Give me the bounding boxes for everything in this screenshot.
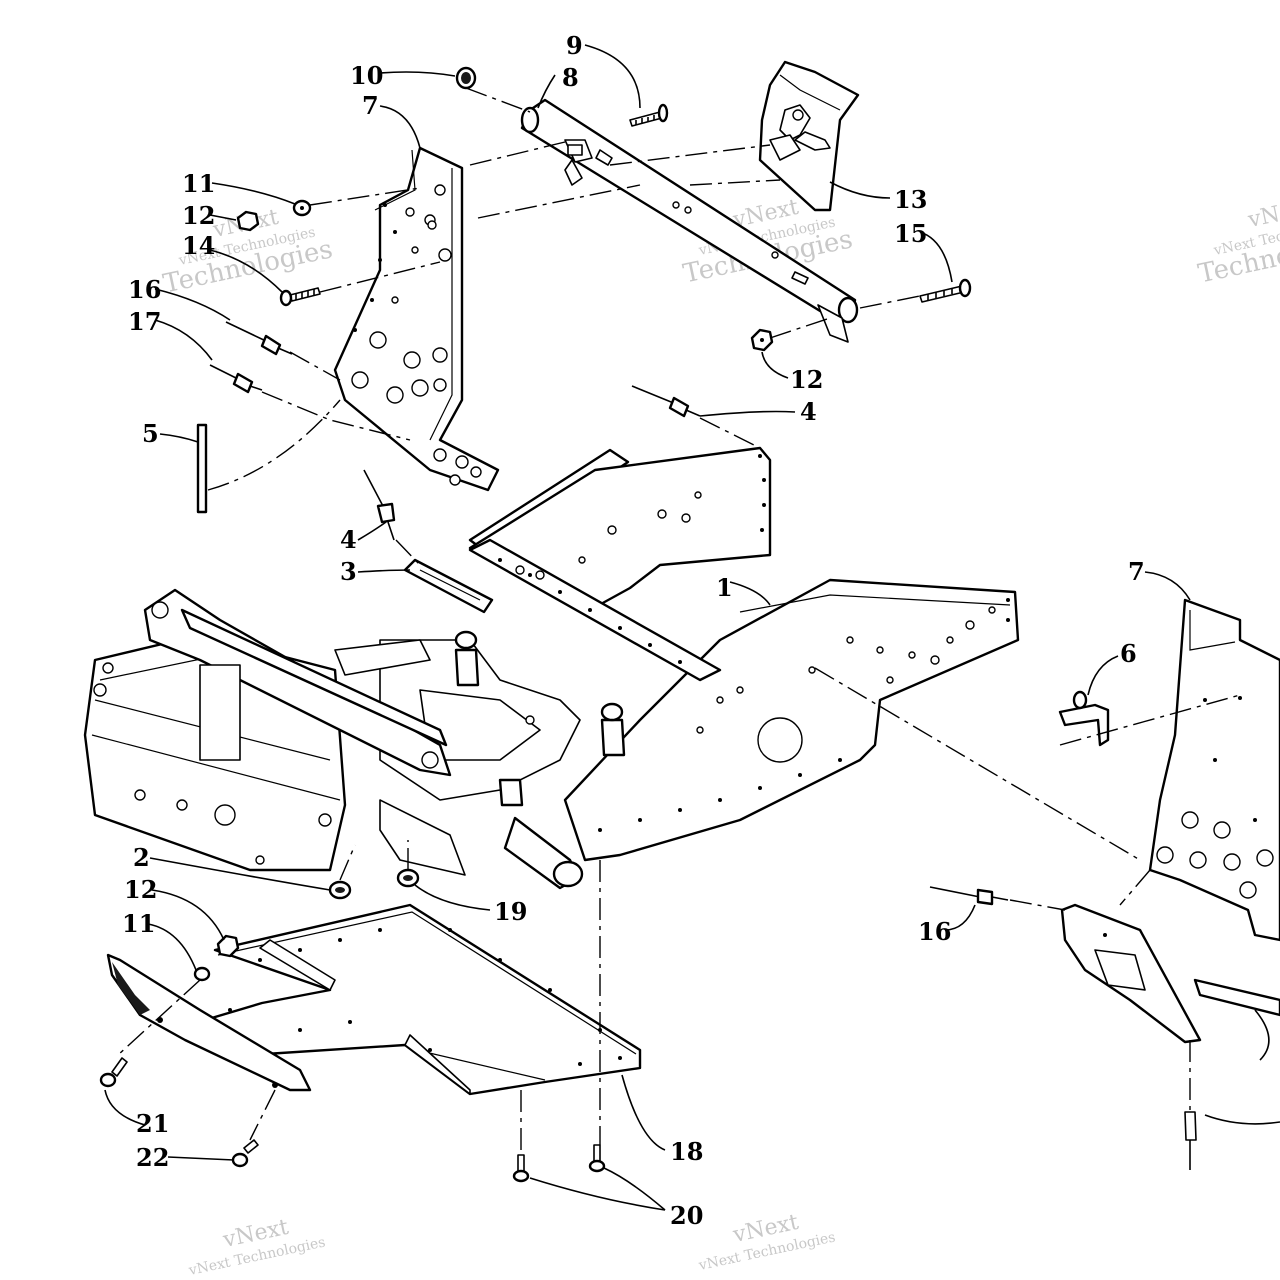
callout-label: 22: [136, 1143, 169, 1172]
callout-label: 15: [894, 219, 927, 248]
callout-label: 21: [136, 1109, 169, 1138]
rivet-16-right: [929, 886, 1009, 906]
rivet-4-top: [631, 385, 701, 418]
callout-label: 1: [716, 573, 733, 602]
steering-post-bracket-right: [1148, 598, 1280, 942]
nut-12-top: [236, 210, 260, 232]
washer-11-top: [292, 199, 312, 217]
callout-label: 12: [790, 365, 823, 394]
pin-5: [196, 423, 208, 514]
steering-support: [758, 60, 860, 212]
bracket-6: [1058, 690, 1110, 747]
callout-label: 8: [562, 63, 579, 92]
nut-12-bottom: [216, 934, 240, 958]
front-skid: [106, 953, 312, 1092]
rivet-16-left: [225, 321, 293, 356]
callout-label: 3: [340, 557, 357, 586]
callout-label: 17: [128, 307, 161, 336]
rear-curve-right: [1254, 1009, 1270, 1061]
screw-21: [99, 1057, 128, 1088]
callout-label: 13: [894, 185, 927, 214]
callout-label: 14: [182, 231, 215, 260]
callout-label: 16: [918, 917, 951, 946]
rivet-17: [209, 364, 263, 394]
callout-label: 10: [350, 61, 383, 90]
rivet-right-bottom: [1184, 1111, 1197, 1170]
screw-22: [231, 1139, 259, 1168]
rivet-4-mid: [363, 469, 396, 541]
callout-label: 18: [670, 1137, 703, 1166]
steering-post-bracket-left: [333, 146, 500, 492]
bolt-15: [919, 278, 972, 303]
svg-text:vNext: vNext: [1245, 195, 1280, 233]
bushing-2: [328, 880, 352, 900]
bushing-19: [396, 868, 420, 888]
callout-label: 4: [800, 397, 817, 426]
bushing: [455, 66, 477, 90]
strap: [403, 558, 494, 614]
leader-lines: [104, 44, 1280, 1211]
callout-label: 12: [182, 201, 215, 230]
callout-label: 16: [128, 275, 161, 304]
steering-post: [520, 98, 859, 343]
callout-label: 7: [362, 91, 379, 120]
watermark: vNext vNext Technologies Technologies: [1196, 195, 1280, 290]
screw-9: [629, 103, 669, 127]
rail-right: [1193, 978, 1280, 1017]
callout-label: 2: [133, 843, 150, 872]
bolt-14: [279, 287, 321, 307]
callout-label: 5: [142, 419, 159, 448]
callout-label: 12: [124, 875, 157, 904]
callout-label: 11: [182, 169, 215, 198]
assembly-lines: [117, 87, 1241, 1150]
callout-label: 7: [1128, 557, 1145, 586]
callout-label: 19: [494, 897, 527, 926]
belly-pan: [203, 903, 642, 1096]
callout-label: 9: [566, 31, 583, 60]
callout-label: 4: [340, 525, 357, 554]
chassis: [83, 446, 1020, 890]
callout-labels: 1 2 3 4 4 5 6 7 7 8 9 10 11 11 12 12 12 …: [122, 31, 1145, 1230]
callout-label: 11: [122, 909, 155, 938]
nut-12-right: [750, 328, 774, 352]
callout-label: 6: [1120, 639, 1137, 668]
callout-label: 20: [670, 1201, 703, 1230]
screws-20: [512, 1144, 606, 1183]
watermark: vNext vNext Technologies: [187, 1215, 327, 1279]
mount-plate-right: [1060, 903, 1202, 1044]
watermark: vNext vNext Technologies: [697, 1210, 837, 1274]
washer-11-bottom: [193, 966, 211, 982]
